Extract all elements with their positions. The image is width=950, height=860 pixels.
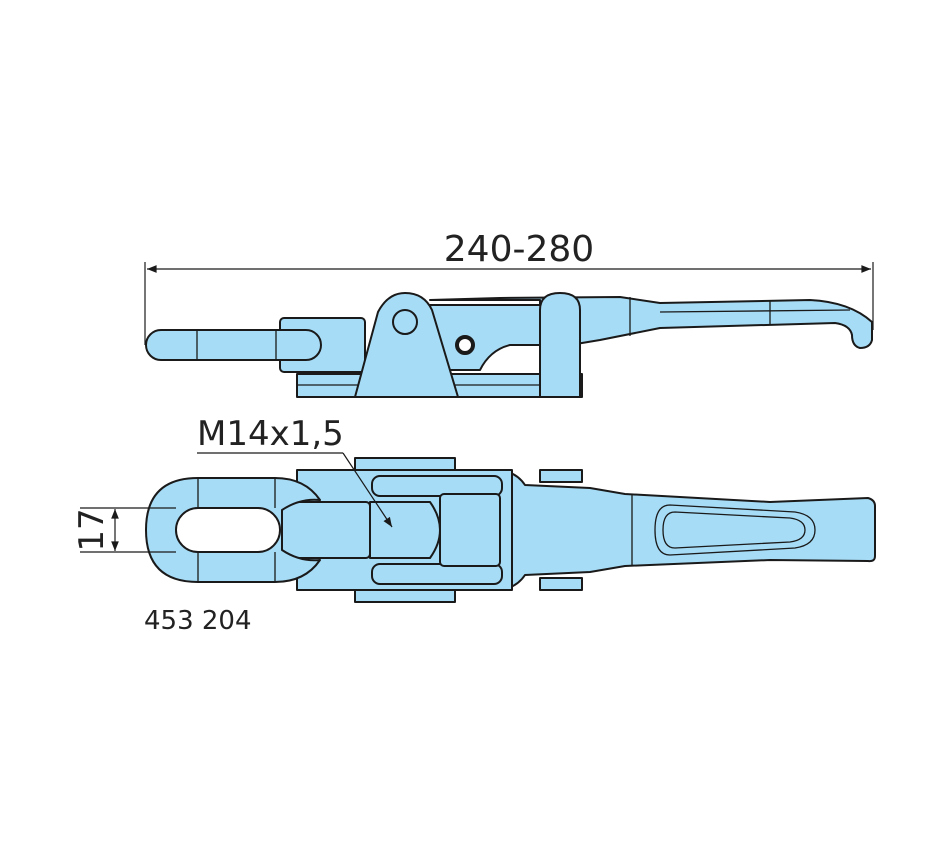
catch-top xyxy=(539,469,583,483)
slot-width-label: 17 xyxy=(72,508,112,551)
rail-top xyxy=(371,475,503,497)
catch-post xyxy=(539,292,581,398)
handle-top-view xyxy=(494,469,876,591)
thread-callout: M14x1,5 xyxy=(197,414,393,528)
part-number: 453 204 xyxy=(144,606,252,636)
pivot-pin xyxy=(455,335,475,355)
draw-rod xyxy=(145,329,322,361)
bracket-hole xyxy=(392,309,418,335)
pivot-bracket xyxy=(354,292,459,398)
catch-bottom xyxy=(539,577,583,591)
thread-callout-label: M14x1,5 xyxy=(197,414,344,454)
overall-length-label: 240-280 xyxy=(444,229,594,270)
link-arm xyxy=(429,304,546,371)
eye-slot xyxy=(175,507,281,553)
overall-length-dimension: 240-280 xyxy=(144,229,874,345)
slot-width-dimension: 17 xyxy=(72,507,176,553)
yoke xyxy=(439,493,501,567)
rail-bottom xyxy=(371,563,503,585)
threaded-rod xyxy=(279,501,371,559)
side-view xyxy=(145,292,873,398)
top-view xyxy=(145,457,876,603)
